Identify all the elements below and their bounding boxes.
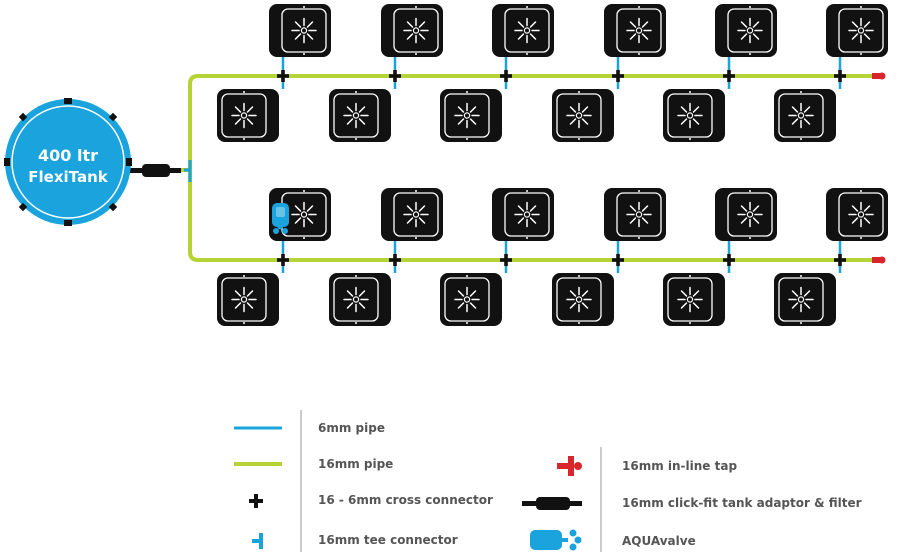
pot-bottom-upper-5 [714, 187, 778, 242]
cross-connector [723, 254, 735, 266]
tank-label-capacity: 400 ltr [38, 146, 98, 165]
pot-bottom-upper-6 [825, 187, 889, 242]
pots-layer [216, 3, 889, 327]
pot-top-lower-5 [662, 88, 726, 143]
cross-connector [389, 70, 401, 82]
pot-bottom-lower-1 [216, 272, 280, 327]
tank-adaptor-icon [522, 497, 582, 510]
pot-top-lower-3 [439, 88, 503, 143]
pot-bottom-lower-5 [662, 272, 726, 327]
legend-label-16mm-pipe: 16mm pipe [318, 457, 393, 471]
cross-connector [723, 70, 735, 82]
red-tap-icon [557, 456, 582, 476]
pot-bottom-upper-4 [603, 187, 667, 242]
legend-label-cross-connector: 16 - 6mm cross connector [318, 493, 493, 507]
legend-label-tank-adaptor: 16mm click-fit tank adaptor & filter [622, 496, 862, 510]
pot-bottom-upper-2 [380, 187, 444, 242]
pot-top-lower-6 [773, 88, 837, 143]
tank-label-name: FlexiTank [28, 168, 108, 186]
pot-top-upper-5 [714, 3, 778, 58]
cross-connector [834, 70, 846, 82]
cross-connector [500, 70, 512, 82]
tee-connector-icon [252, 533, 263, 549]
aquavalve-legend-icon [530, 529, 582, 551]
connectors-layer [277, 70, 846, 266]
legend-label-6mm-pipe: 6mm pipe [318, 421, 385, 435]
legend-label-aquavalve: AQUAvalve [622, 534, 696, 548]
inline-tap-top [872, 72, 886, 80]
pot-bottom-lower-2 [328, 272, 392, 327]
tank-adaptor-filter [128, 164, 181, 177]
legend: 6mm pipe 16mm pipe 16 - 6mm cross connec… [234, 410, 862, 552]
cross-connector [277, 254, 289, 266]
pot-bottom-lower-4 [551, 272, 615, 327]
pot-top-upper-2 [380, 3, 444, 58]
cross-connector [277, 70, 289, 82]
pot-top-lower-1 [216, 88, 280, 143]
pot-top-upper-1 [268, 3, 332, 58]
pot-top-upper-4 [603, 3, 667, 58]
cross-connector-icon [249, 494, 263, 508]
pot-top-lower-2 [328, 88, 392, 143]
tee-connector [184, 160, 192, 182]
pot-bottom-upper-3 [491, 187, 555, 242]
pot-top-lower-4 [551, 88, 615, 143]
pot-top-upper-3 [491, 3, 555, 58]
legend-label-inline-tap: 16mm in-line tap [622, 459, 737, 473]
aquavalve-icon [272, 203, 289, 234]
pot-bottom-lower-6 [773, 272, 837, 327]
inline-tap-bottom [872, 256, 886, 264]
cross-connector [500, 254, 512, 266]
pot-top-upper-6 [825, 3, 889, 58]
cross-connector [612, 70, 624, 82]
cross-connector [612, 254, 624, 266]
cross-connector [834, 254, 846, 266]
legend-label-tee-connector: 16mm tee connector [318, 533, 458, 547]
flexitank: 400 ltr FlexiTank [4, 98, 132, 226]
cross-connector [389, 254, 401, 266]
pot-bottom-lower-3 [439, 272, 503, 327]
